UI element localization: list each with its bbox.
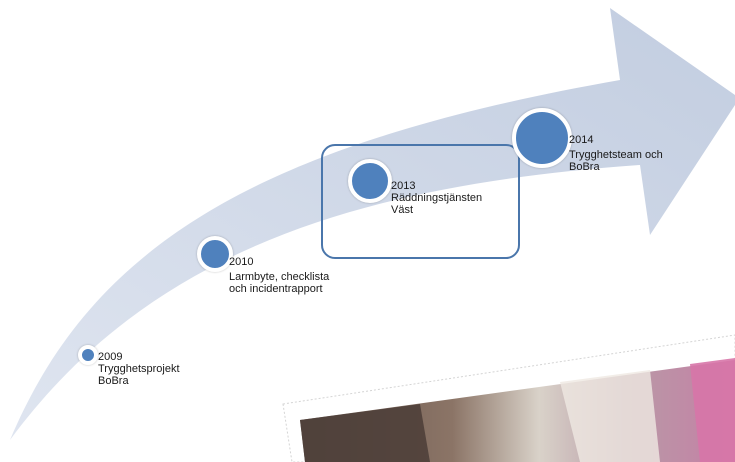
milestone-dot-icon [348, 159, 392, 203]
milestone-year: 2010 [229, 256, 254, 268]
milestone-text: BoBra [98, 375, 129, 387]
milestone-label-2010: 2010 Larmbyte, checklista och incidentra… [229, 256, 329, 295]
milestone-text: och incidentrapport [229, 283, 323, 295]
milestone-text: Larmbyte, checklista [229, 271, 330, 283]
milestone-year: 2009 [98, 351, 123, 363]
milestone-year: 2014 [569, 134, 594, 146]
milestone-year: 2013 [391, 180, 416, 192]
highlight-box-2013 [321, 144, 520, 259]
photo-icon [282, 334, 735, 462]
milestone-dot-icon [197, 236, 233, 272]
milestone-text: Väst [391, 204, 414, 216]
milestone-text: BoBra [569, 161, 600, 173]
milestone-dot-icon [512, 108, 572, 168]
milestone-text: Räddningstjänsten [391, 192, 483, 204]
milestone-label-2013: 2013 Räddningstjänsten Väst [391, 180, 482, 216]
milestone-dot-icon [78, 345, 98, 365]
milestone-text: Trygghetsprojekt [98, 363, 180, 375]
milestone-label-2014: 2014 Trygghetsteam och BoBra [569, 134, 663, 173]
milestone-label-2009: 2009 Trygghetsprojekt BoBra [98, 351, 180, 387]
milestone-text: Trygghetsteam och [569, 149, 663, 161]
